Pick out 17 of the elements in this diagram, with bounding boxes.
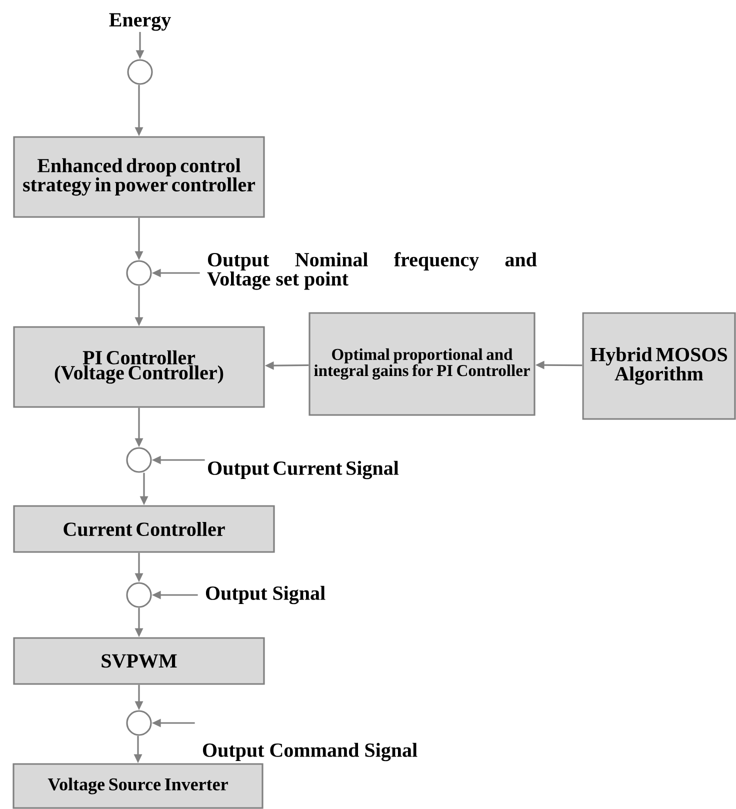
process-box: Current Controller (13, 505, 275, 553)
summing-circle (127, 59, 153, 85)
signal-label: Output Command Signal (202, 742, 418, 762)
process-box: Enhanced droop control strategy in power controller (13, 136, 265, 218)
input-label: Energy (109, 13, 171, 31)
process-box: Optimal proportional and integral gains for PI Controller (308, 312, 536, 416)
process-box: Voltage Source Inverter (12, 763, 264, 809)
process-box: PI Controller (Voltage Controller) (13, 326, 265, 408)
summing-circle (126, 582, 152, 608)
summing-circle (126, 710, 152, 736)
signal-label: Output Nominal frequency and Voltage set point (207, 252, 537, 290)
process-box: Hybrid MOSOS Algorithm (582, 312, 736, 420)
process-box: SVPWM (13, 637, 265, 685)
signal-label: Output Signal (206, 586, 326, 604)
summing-circle (126, 447, 152, 473)
summing-circle (126, 260, 152, 286)
signal-label: Output Current Signal (208, 460, 399, 480)
